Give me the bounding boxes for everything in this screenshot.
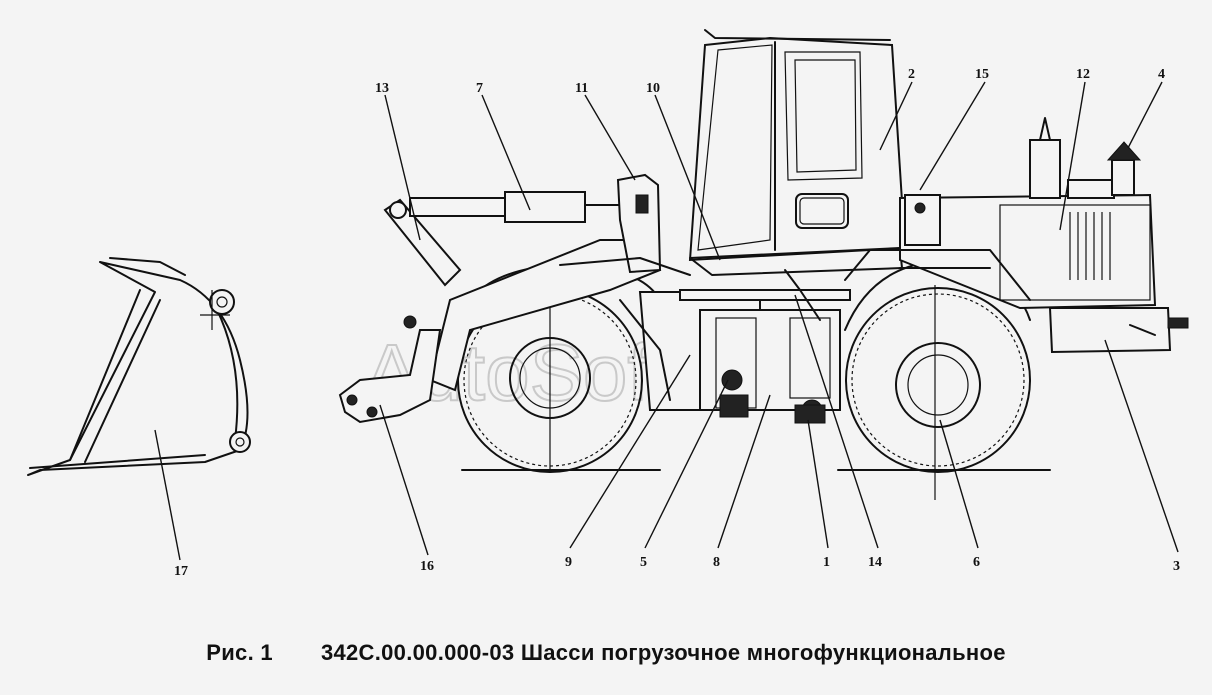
callout-14: 14 [868, 555, 882, 570]
bucket-detached [27, 257, 251, 476]
rear-wheel [845, 285, 1031, 500]
callouts: 13 7 11 10 2 15 12 4 17 16 9 5 8 [154, 67, 1180, 579]
callout-8: 8 [713, 555, 720, 570]
callout-4: 4 [1158, 67, 1165, 82]
callout-5: 5 [640, 555, 647, 570]
loader-machine [338, 29, 1189, 500]
callout-15: 15 [975, 67, 989, 82]
callout-7: 7 [476, 81, 483, 96]
callout-1: 1 [823, 555, 830, 570]
callout-16: 16 [420, 559, 434, 574]
figure-number: Рис. 1 [206, 640, 273, 665]
callout-12: 12 [1076, 67, 1090, 82]
figure-caption: Рис. 1 342С.00.00.000-03 Шасси погрузочно… [0, 640, 1212, 666]
callout-6: 6 [973, 555, 980, 570]
operator-cab [688, 29, 907, 276]
callout-10: 10 [646, 81, 660, 96]
engine-hood [844, 117, 1157, 310]
callout-17: 17 [174, 564, 188, 579]
callout-13: 13 [375, 81, 389, 96]
figure-title: 342С.00.00.000-03 Шасси погрузочное мног… [320, 640, 1006, 665]
callout-9: 9 [565, 555, 572, 570]
callout-3: 3 [1173, 559, 1180, 574]
callout-11: 11 [575, 81, 588, 96]
callout-2: 2 [908, 67, 915, 82]
